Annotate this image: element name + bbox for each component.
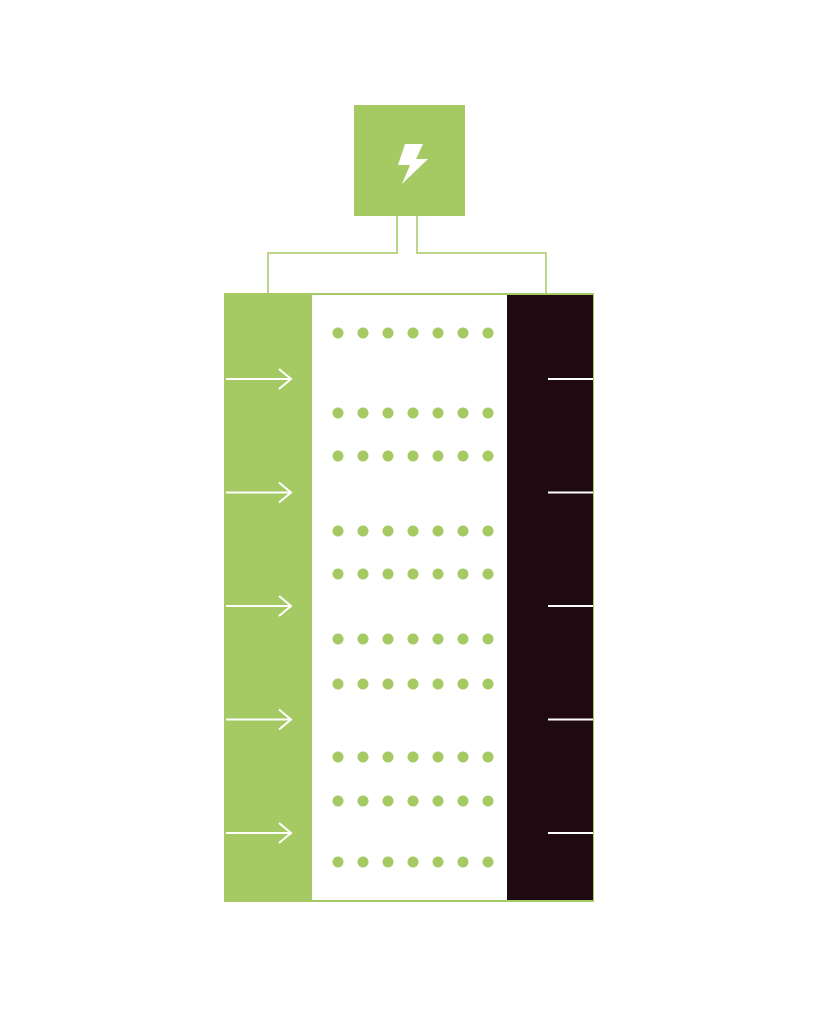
particle-dot: [382, 327, 394, 339]
particle-dot: [457, 327, 469, 339]
particle-dot: [332, 678, 344, 690]
particle-dot: [382, 678, 394, 690]
particle-dot: [332, 795, 344, 807]
right-arrow-icon: [226, 368, 293, 390]
particle-dot: [382, 407, 394, 419]
particle-dot: [357, 678, 369, 690]
right-arrow-icon: [226, 822, 293, 844]
particle-dot: [432, 407, 444, 419]
particle-dot: [482, 327, 494, 339]
particle-dot: [382, 568, 394, 580]
particle-dot: [382, 450, 394, 462]
particle-dot: [357, 525, 369, 537]
particle-dot: [407, 568, 419, 580]
particle-dot: [457, 568, 469, 580]
particle-dot: [357, 568, 369, 580]
particle-dot: [357, 633, 369, 645]
particle-dot: [482, 678, 494, 690]
particle-dot: [357, 450, 369, 462]
particle-dot: [457, 678, 469, 690]
particle-dot: [482, 633, 494, 645]
wire-left: [267, 216, 398, 294]
electrolyte-particles: [332, 327, 494, 868]
particle-dot: [382, 856, 394, 868]
particle-dot: [482, 751, 494, 763]
particle-dot: [407, 450, 419, 462]
particle-dot: [332, 751, 344, 763]
particle-dot: [407, 525, 419, 537]
particle-dot: [482, 856, 494, 868]
particle-dot: [332, 407, 344, 419]
particle-dot: [432, 327, 444, 339]
particle-dot: [482, 407, 494, 419]
particle-dot: [407, 795, 419, 807]
particle-dot: [407, 327, 419, 339]
particle-dot: [482, 525, 494, 537]
particle-dot: [432, 795, 444, 807]
particle-dot: [482, 795, 494, 807]
particle-dot: [457, 633, 469, 645]
particle-dot: [407, 633, 419, 645]
particle-dot: [432, 568, 444, 580]
right-arrow-icon: [226, 708, 293, 731]
particle-dot: [407, 751, 419, 763]
particle-dot: [407, 407, 419, 419]
particle-dot: [332, 525, 344, 537]
particle-dot: [457, 751, 469, 763]
particle-dot: [457, 525, 469, 537]
particle-dot: [332, 327, 344, 339]
particle-dot: [332, 633, 344, 645]
particle-dot: [332, 856, 344, 868]
particle-dot: [382, 795, 394, 807]
particle-dot: [332, 450, 344, 462]
particle-dot: [382, 751, 394, 763]
particle-dot: [357, 327, 369, 339]
particle-dot: [482, 450, 494, 462]
particle-dot: [432, 450, 444, 462]
right-arrow-icon: [226, 481, 293, 504]
arrow-group: [226, 368, 293, 844]
cathode-electrode: [507, 295, 593, 900]
particle-dot: [457, 856, 469, 868]
particle-dot: [432, 678, 444, 690]
particle-dot: [407, 856, 419, 868]
particle-dot: [457, 450, 469, 462]
particle-dot: [457, 795, 469, 807]
particle-dot: [357, 407, 369, 419]
dash-group: [548, 378, 593, 834]
particle-dot: [357, 751, 369, 763]
particle-dot: [432, 633, 444, 645]
right-arrow-icon: [226, 595, 293, 617]
particle-dot: [357, 795, 369, 807]
particle-dot: [332, 568, 344, 580]
particle-dot: [432, 856, 444, 868]
particle-dot: [482, 568, 494, 580]
particle-dot: [382, 525, 394, 537]
particle-dot: [407, 678, 419, 690]
lightning-bolt-icon: [398, 144, 428, 184]
particle-dot: [382, 633, 394, 645]
particle-dot: [432, 525, 444, 537]
particle-dot: [432, 751, 444, 763]
particle-dot: [457, 407, 469, 419]
particle-dot: [357, 856, 369, 868]
wire-right: [416, 216, 547, 294]
anode-electrode: [226, 295, 312, 900]
